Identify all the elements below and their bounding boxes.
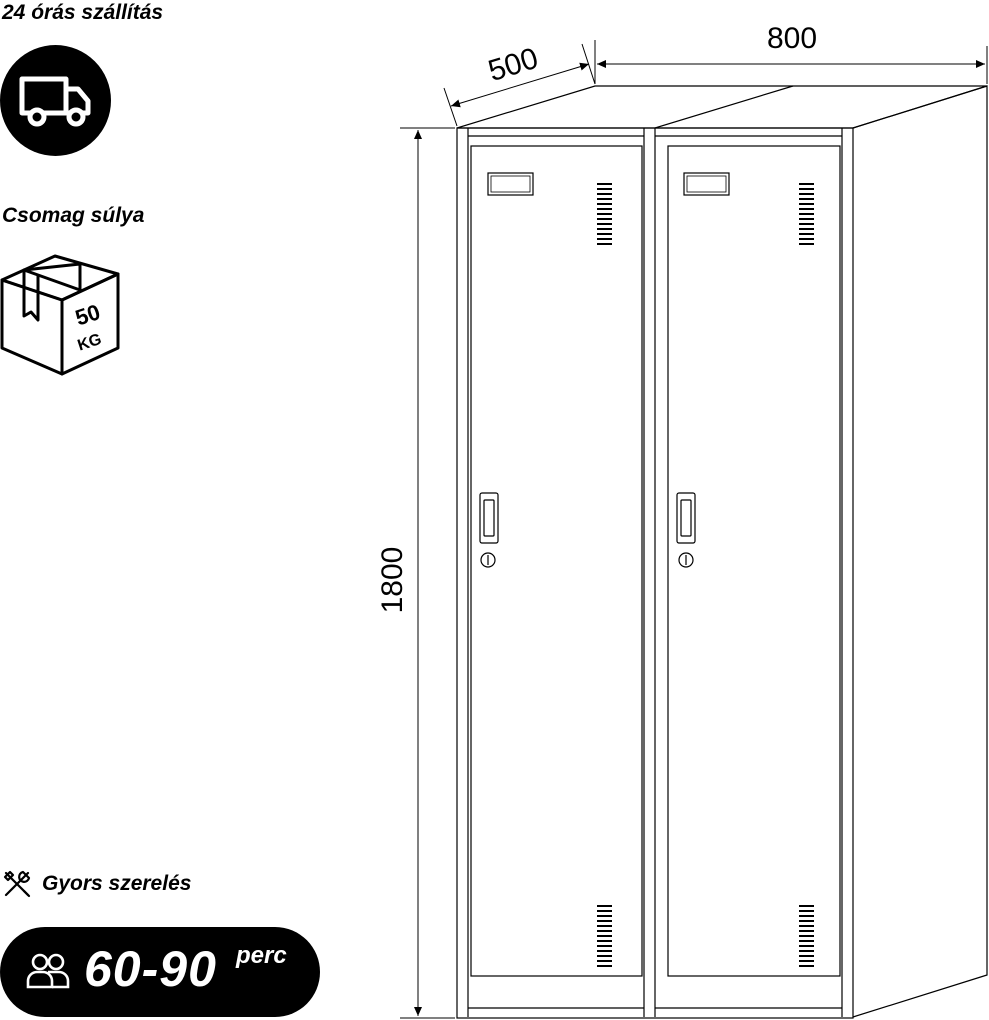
delivery-badge [0, 45, 111, 156]
tools-icon [3, 870, 31, 898]
name-plate [683, 172, 730, 196]
door-panel [470, 145, 643, 977]
locker-body [456, 85, 988, 1019]
people-icon [26, 953, 70, 989]
height-dimension: 1800 [376, 547, 409, 614]
vent-top [799, 183, 814, 245]
vent-bottom [597, 905, 612, 967]
width-dimension: 800 [767, 22, 817, 55]
locker-door-left [470, 145, 643, 977]
vent-bottom [799, 905, 814, 967]
vent-top [597, 183, 612, 245]
delivery-label: 24 órás szállítás [2, 1, 164, 24]
name-plate [487, 172, 534, 196]
weight-label: Csomag súlya [2, 204, 145, 227]
assembly-label: Gyors szerelés [42, 872, 192, 895]
box-weight-unit: KG [76, 331, 104, 355]
door-handle [479, 492, 499, 544]
truck-icon [19, 76, 91, 127]
assembly-row: Gyors szerelés [2, 869, 191, 899]
assembly-time-badge: 60-90 perc [0, 927, 320, 1017]
assembly-time-value: 60-90 [84, 941, 217, 997]
door-lock [678, 552, 694, 568]
door-lock [480, 552, 496, 568]
door-panel [667, 145, 841, 977]
dimension-lines [400, 40, 988, 1019]
assembly-time-unit: perc [236, 942, 287, 969]
locker-door-right [667, 145, 841, 977]
box-icon: 50 KG [0, 254, 120, 376]
door-handle [676, 492, 696, 544]
